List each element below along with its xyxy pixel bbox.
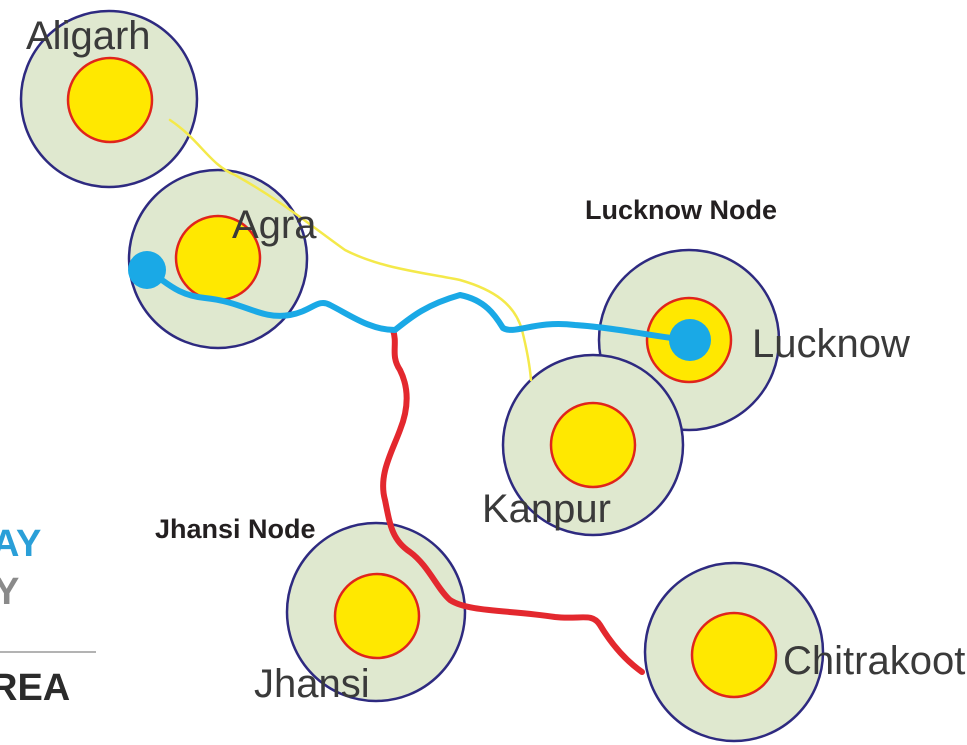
side-heading-fragment-2: Y (0, 571, 19, 613)
node-aligarh-core (66, 56, 154, 144)
node-kanpur-core (549, 401, 637, 489)
route-end-marker (669, 319, 711, 361)
city-label-chitrakoot: Chitrakoot (783, 639, 965, 683)
side-heading-fragment-3: REA (0, 667, 70, 709)
route-blue-expressway (144, 267, 693, 343)
city-label-jhansi: Jhansi (254, 662, 370, 706)
node-aligarh (19, 9, 199, 189)
route-start-marker (128, 251, 166, 289)
node-jhansi (285, 521, 467, 703)
node-agra (127, 168, 309, 350)
city-label-lucknow: Lucknow (752, 322, 910, 366)
node-chitrakoot (643, 561, 825, 743)
hub-label-jhansi: Jhansi Node (155, 514, 316, 544)
side-heading-fragment-1: AY (0, 523, 41, 565)
city-label-kanpur: Kanpur (482, 487, 611, 531)
city-label-agra: Agra (232, 203, 317, 247)
route-red-expressway (380, 327, 645, 675)
city-label-aligarh: Aligarh (26, 14, 151, 58)
node-chitrakoot-core (690, 611, 778, 699)
node-jhansi-core (333, 572, 421, 660)
node-kanpur (501, 353, 685, 537)
hub-label-lucknow: Lucknow Node (585, 195, 777, 225)
